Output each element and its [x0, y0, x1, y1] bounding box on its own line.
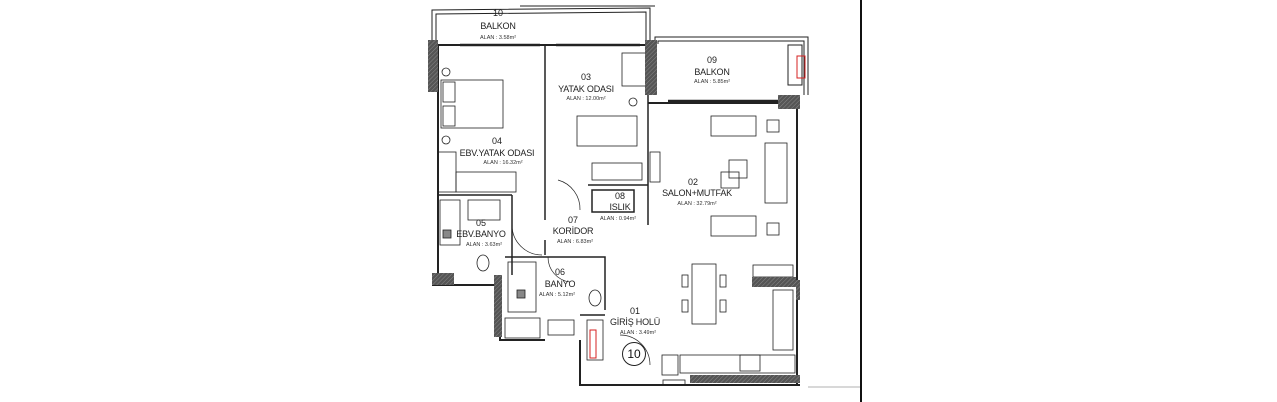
- room-area: ALAN : 3.49m²: [619, 330, 657, 336]
- water-heater: [589, 55, 806, 359]
- room-name: EBV.BANYO: [456, 229, 506, 239]
- interior-walls: [438, 45, 649, 316]
- room-number: 06: [554, 267, 566, 277]
- entrance-marker: 10: [622, 342, 646, 366]
- room-area: ALAN : 3.58m²: [479, 35, 517, 41]
- room-number: 05: [475, 218, 487, 228]
- room-area: ALAN : 0.94m²: [599, 216, 637, 222]
- room-area: ALAN : 3.63m²: [465, 242, 503, 248]
- structural-columns: [428, 40, 800, 383]
- furniture: [437, 52, 796, 386]
- room-number: 03: [580, 72, 592, 82]
- room-number: 01: [629, 306, 641, 316]
- outer-walls: [432, 44, 800, 386]
- room-area: ALAN : 6.83m²: [556, 239, 594, 245]
- room-area: ALAN : 32.79m²: [677, 201, 717, 207]
- balcony-09-outline: [654, 36, 809, 95]
- room-area: ALAN : 5.12m²: [538, 292, 576, 298]
- balcony-10-outline: [431, 5, 655, 45]
- room-name: BALKON: [480, 21, 516, 31]
- room-name: EBV.YATAK ODASI: [459, 148, 535, 158]
- room-area: ALAN : 12.00m²: [566, 96, 606, 102]
- room-name: GİRİŞ HOLÜ: [609, 317, 661, 327]
- room-number: 07: [567, 215, 579, 225]
- room-number: 04: [491, 136, 503, 146]
- room-name: SALON+MUTFAK: [662, 188, 732, 198]
- room-number: 02: [687, 177, 699, 187]
- room-area: ALAN : 5.85m²: [693, 79, 731, 85]
- room-name: YATAK ODASI: [558, 84, 614, 94]
- doors: [460, 43, 780, 366]
- room-name: BANYO: [544, 279, 576, 289]
- room-number: 08: [614, 191, 626, 201]
- room-number: 09: [706, 55, 718, 65]
- room-number: 10: [492, 8, 504, 18]
- room-name: KORİDOR: [552, 226, 594, 236]
- room-area: ALAN : 16.32m²: [483, 160, 523, 166]
- room-name: ISLIK: [609, 202, 631, 212]
- room-name: BALKON: [694, 67, 730, 77]
